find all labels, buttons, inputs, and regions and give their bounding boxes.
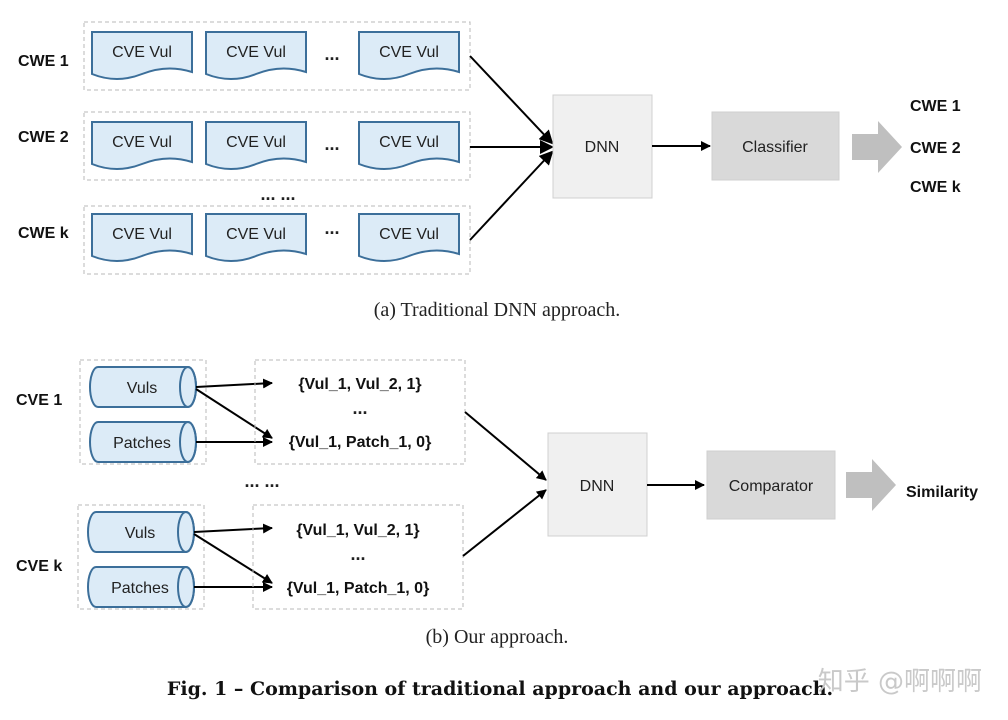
- row-label-cwe-k: CWE k: [18, 225, 69, 242]
- cve-doc: CVE Vul: [91, 213, 193, 262]
- arrow-rowk-to-dnn: [469, 150, 554, 241]
- pair-negative: {Vul_1, Patch_1, 0}: [287, 580, 430, 597]
- vuls-label: Vuls: [125, 525, 156, 542]
- row-ellipsis: ...: [324, 134, 339, 154]
- source-dashed-frame: [79, 359, 207, 465]
- output-cwe-k: CWE k: [910, 179, 961, 196]
- dnn-label: DNN: [585, 139, 620, 156]
- pair-positive: {Vul_1, Vul_2, 1}: [298, 376, 421, 393]
- cve-doc-label: CVE Vul: [226, 44, 286, 61]
- cve-doc-label: CVE Vul: [112, 44, 172, 61]
- pair-positive: {Vul_1, Vul_2, 1}: [296, 522, 419, 539]
- cve-doc: CVE Vul: [358, 213, 460, 262]
- cve-doc-label: CVE Vul: [379, 134, 439, 151]
- vuls-label: Vuls: [127, 380, 158, 397]
- comparator-label: Comparator: [729, 478, 814, 495]
- cve-doc: CVE Vul: [91, 121, 193, 170]
- pair-ellipsis: ...: [350, 544, 365, 564]
- arrow-vuls-to-neg-pair: [195, 388, 273, 439]
- cve-doc-label: CVE Vul: [112, 134, 172, 151]
- caption-b: (b) Our approach.: [426, 626, 569, 648]
- cwe-row-2: CWE 2 CVE Vul CVE Vul ... CVE Vul: [18, 111, 471, 181]
- cwe-row-1: CWE 1 CVE Vul CVE Vul ... CVE Vul: [18, 21, 471, 91]
- row-ellipsis: ...: [324, 44, 339, 64]
- output-block-arrow-b: [846, 459, 896, 511]
- cve-doc: CVE Vul: [205, 121, 307, 170]
- arrow-group1-to-dnn: [464, 411, 547, 481]
- arrow-vuls-to-neg-pair: [193, 533, 273, 584]
- arrow-vuls-to-pos-pair: [193, 523, 273, 534]
- row-label-cwe-1: CWE 1: [18, 53, 69, 70]
- cve-group-1: CVE 1 Vuls Patches {Vul_1, Vul_2, 1} ...…: [16, 359, 466, 465]
- group-label-cve-k: CVE k: [16, 558, 62, 575]
- between-rows-ellipsis: ... ...: [260, 184, 295, 204]
- pair-negative: {Vul_1, Patch_1, 0}: [289, 434, 432, 451]
- pairs-dashed-frame: [252, 504, 464, 610]
- arrow-row1-to-dnn: [469, 55, 554, 145]
- patches-label: Patches: [113, 435, 171, 452]
- output-cwe-1: CWE 1: [910, 98, 961, 115]
- source-dashed-frame: [77, 504, 205, 610]
- row-label-cwe-2: CWE 2: [18, 129, 69, 146]
- panel-a: CWE 1 CVE Vul CVE Vul ... CVE Vul CWE 2 …: [18, 21, 961, 321]
- row-ellipsis: ...: [324, 218, 339, 238]
- arrow-groupk-to-dnn: [462, 489, 547, 557]
- vuls-cylinder: Vuls: [87, 511, 195, 553]
- dnn-label: DNN: [580, 478, 615, 495]
- patches-cylinder: Patches: [87, 566, 195, 608]
- cve-doc-label: CVE Vul: [379, 44, 439, 61]
- cve-doc-label: CVE Vul: [112, 226, 172, 243]
- comparator-box: Comparator: [706, 450, 836, 520]
- pair-ellipsis: ...: [352, 398, 367, 418]
- watermark: 知乎 @啊啊啊: [818, 667, 982, 697]
- cve-doc: CVE Vul: [91, 31, 193, 80]
- cve-doc-label: CVE Vul: [226, 134, 286, 151]
- panel-b: CVE 1 Vuls Patches {Vul_1, Vul_2, 1} ...…: [16, 359, 978, 648]
- patches-label: Patches: [111, 580, 169, 597]
- patches-cylinder: Patches: [89, 421, 197, 463]
- caption-a: (a) Traditional DNN approach.: [374, 299, 621, 321]
- cwe-row-k: CWE k CVE Vul CVE Vul ... CVE Vul: [18, 205, 471, 275]
- group-label-cve-1: CVE 1: [16, 392, 62, 409]
- cve-doc-label: CVE Vul: [226, 226, 286, 243]
- output-block-arrow-a: [852, 121, 902, 173]
- dnn-box-a: DNN: [552, 94, 653, 199]
- vuls-cylinder: Vuls: [89, 366, 197, 408]
- classifier-label: Classifier: [742, 139, 808, 156]
- cve-doc: CVE Vul: [205, 213, 307, 262]
- classifier-box: Classifier: [711, 111, 840, 181]
- cve-group-k: CVE k Vuls Patches {Vul_1, Vul_2, 1} ...…: [16, 504, 464, 610]
- figure-caption: Fig. 1 – Comparison of traditional appro…: [167, 678, 833, 700]
- dnn-box-b: DNN: [547, 432, 648, 537]
- output-similarity: Similarity: [906, 484, 978, 501]
- cve-doc: CVE Vul: [358, 31, 460, 80]
- cve-doc-label: CVE Vul: [379, 226, 439, 243]
- cve-doc: CVE Vul: [205, 31, 307, 80]
- between-groups-ellipsis: ... ...: [244, 471, 279, 491]
- output-cwe-2: CWE 2: [910, 140, 961, 157]
- arrow-vuls-to-pos-pair: [195, 378, 273, 389]
- cve-doc: CVE Vul: [358, 121, 460, 170]
